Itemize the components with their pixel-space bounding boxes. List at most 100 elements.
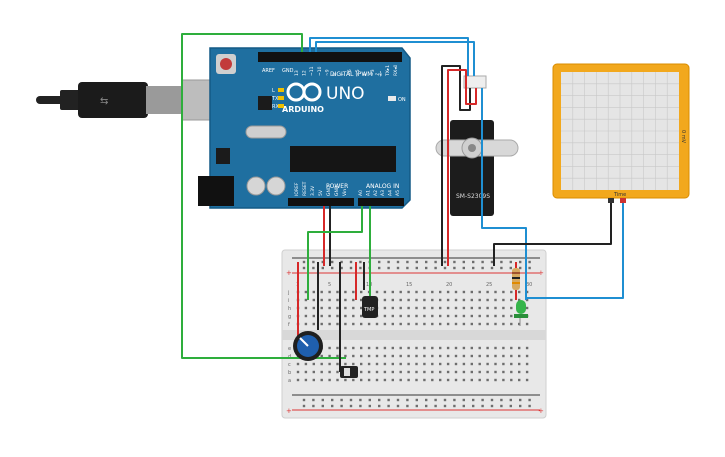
breadboard-hole[interactable]: [367, 354, 371, 358]
breadboard-hole[interactable]: [431, 306, 434, 310]
breadboard-hole[interactable]: [431, 370, 434, 374]
breadboard-hole[interactable]: [502, 370, 505, 374]
breadboard-hole[interactable]: [360, 306, 363, 310]
rail-hole[interactable]: [387, 266, 390, 270]
potentiometer[interactable]: [293, 331, 323, 361]
rail-hole[interactable]: [331, 260, 334, 264]
rail-hole[interactable]: [528, 260, 531, 264]
breadboard-hole[interactable]: [510, 362, 513, 366]
breadboard-hole[interactable]: [391, 306, 394, 310]
breadboard-hole[interactable]: [399, 314, 402, 318]
breadboard-hole[interactable]: [454, 314, 458, 318]
rail-hole[interactable]: [434, 260, 437, 264]
rail-hole[interactable]: [321, 404, 324, 408]
breadboard-hole[interactable]: [494, 322, 497, 326]
rail-hole[interactable]: [528, 266, 531, 270]
breadboard-hole[interactable]: [462, 354, 466, 358]
breadboard-hole[interactable]: [439, 378, 442, 382]
breadboard-hole[interactable]: [391, 290, 394, 294]
breadboard-hole[interactable]: [423, 354, 426, 358]
rail-hole[interactable]: [396, 260, 400, 264]
breadboard-hole[interactable]: [328, 370, 331, 374]
breadboard-hole[interactable]: [486, 362, 489, 366]
breadboard-hole[interactable]: [518, 322, 521, 326]
breadboard-hole[interactable]: [399, 378, 402, 382]
breadboard-hole[interactable]: [407, 370, 410, 374]
breadboard-hole[interactable]: [470, 290, 473, 294]
breadboard-hole[interactable]: [439, 314, 442, 318]
rail-hole[interactable]: [519, 398, 522, 402]
breadboard-hole[interactable]: [360, 362, 363, 366]
rail-hole[interactable]: [509, 404, 512, 408]
breadboard-hole[interactable]: [486, 290, 489, 294]
breadboard-hole[interactable]: [470, 354, 473, 358]
breadboard-hole[interactable]: [462, 322, 466, 326]
breadboard-hole[interactable]: [415, 298, 418, 302]
breadboard-hole[interactable]: [510, 370, 513, 374]
breadboard-hole[interactable]: [391, 346, 394, 350]
rail-hole[interactable]: [415, 266, 418, 270]
breadboard-hole[interactable]: [439, 322, 442, 326]
rail-hole[interactable]: [415, 398, 418, 402]
breadboard-hole[interactable]: [462, 298, 466, 302]
breadboard-hole[interactable]: [494, 314, 497, 318]
breadboard-hole[interactable]: [383, 354, 387, 358]
rail-hole[interactable]: [368, 398, 371, 402]
breadboard-hole[interactable]: [344, 362, 347, 366]
breadboard-hole[interactable]: [296, 362, 300, 366]
breadboard-hole[interactable]: [502, 298, 505, 302]
rail-hole[interactable]: [528, 398, 531, 402]
breadboard-hole[interactable]: [423, 322, 426, 326]
breadboard-hole[interactable]: [391, 354, 394, 358]
breadboard-hole[interactable]: [399, 306, 402, 310]
breadboard-hole[interactable]: [470, 298, 473, 302]
breadboard-hole[interactable]: [415, 322, 418, 326]
breadboard-hole[interactable]: [415, 378, 418, 382]
breadboard-hole[interactable]: [525, 290, 529, 294]
breadboard-hole[interactable]: [525, 370, 529, 374]
rail-hole[interactable]: [472, 260, 475, 264]
rail-hole[interactable]: [415, 404, 418, 408]
breadboard-hole[interactable]: [391, 298, 394, 302]
breadboard-hole[interactable]: [360, 314, 363, 318]
breadboard-hole[interactable]: [486, 322, 489, 326]
breadboard-hole[interactable]: [320, 306, 323, 310]
breadboard-hole[interactable]: [502, 354, 505, 358]
breadboard-hole[interactable]: [328, 298, 331, 302]
breadboard-hole[interactable]: [478, 314, 481, 318]
breadboard-hole[interactable]: [336, 346, 339, 350]
rail-hole[interactable]: [509, 266, 512, 270]
breadboard-hole[interactable]: [423, 346, 426, 350]
breadboard-hole[interactable]: [494, 298, 497, 302]
temperature-sensor[interactable]: TMP: [362, 296, 378, 318]
breadboard-hole[interactable]: [415, 362, 418, 366]
slide-switch[interactable]: [340, 366, 358, 378]
breadboard-hole[interactable]: [328, 314, 331, 318]
breadboard-hole[interactable]: [446, 322, 450, 326]
rail-hole[interactable]: [378, 266, 381, 270]
breadboard-hole[interactable]: [399, 290, 402, 294]
breadboard-hole[interactable]: [312, 370, 315, 374]
rail-hole[interactable]: [462, 266, 465, 270]
breadboard-hole[interactable]: [399, 362, 402, 366]
rail-hole[interactable]: [443, 404, 447, 408]
breadboard-hole[interactable]: [399, 346, 402, 350]
breadboard-hole[interactable]: [502, 290, 505, 294]
breadboard-hole[interactable]: [510, 346, 513, 350]
rail-hole[interactable]: [312, 398, 315, 402]
breadboard-hole[interactable]: [415, 306, 418, 310]
breadboard-hole[interactable]: [312, 306, 315, 310]
breadboard-hole[interactable]: [454, 354, 458, 358]
breadboard-hole[interactable]: [328, 346, 331, 350]
rail-hole[interactable]: [340, 398, 343, 402]
breadboard-hole[interactable]: [360, 354, 363, 358]
rail-hole[interactable]: [519, 404, 522, 408]
rail-hole[interactable]: [340, 260, 343, 264]
breadboard-hole[interactable]: [518, 346, 521, 350]
breadboard-hole[interactable]: [304, 378, 308, 382]
rail-hole[interactable]: [490, 260, 494, 264]
rail-hole[interactable]: [472, 398, 475, 402]
breadboard-hole[interactable]: [423, 306, 426, 310]
breadboard-hole[interactable]: [431, 314, 434, 318]
rail-hole[interactable]: [472, 404, 475, 408]
